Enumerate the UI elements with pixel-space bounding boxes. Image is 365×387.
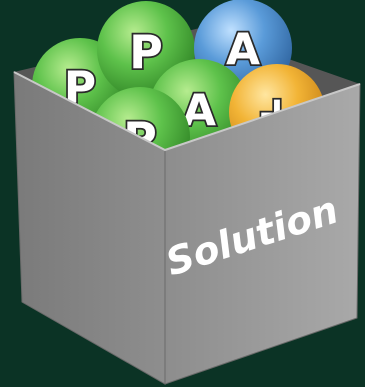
ball-letter: P	[129, 25, 163, 79]
ball-letter: A	[226, 25, 260, 76]
box-rim	[13, 71, 361, 152]
